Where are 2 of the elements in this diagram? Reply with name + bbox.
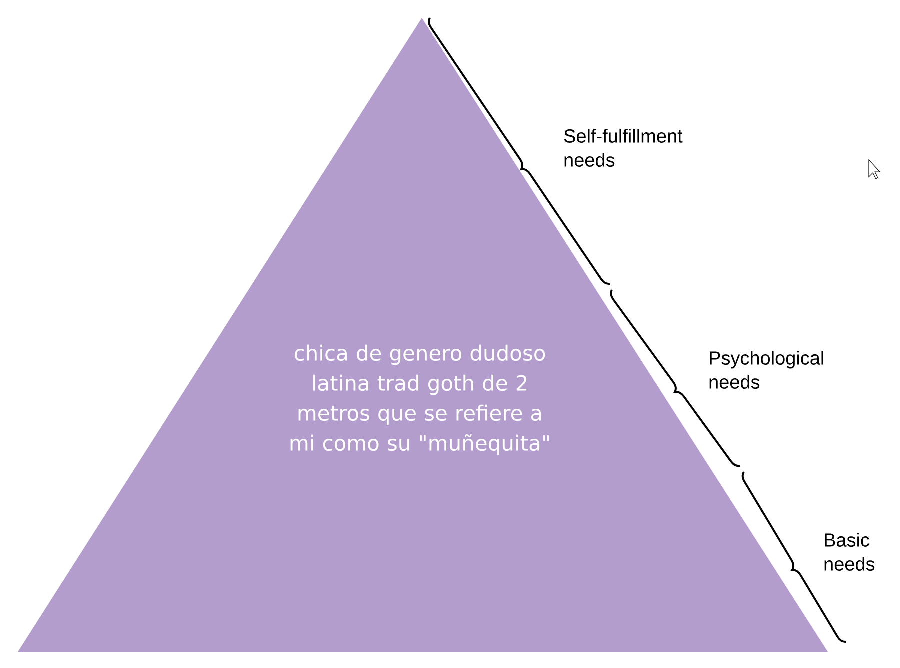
level-label: Psychological needs [710,351,824,389]
level-label: Self-fulfillment needs [564,129,683,167]
